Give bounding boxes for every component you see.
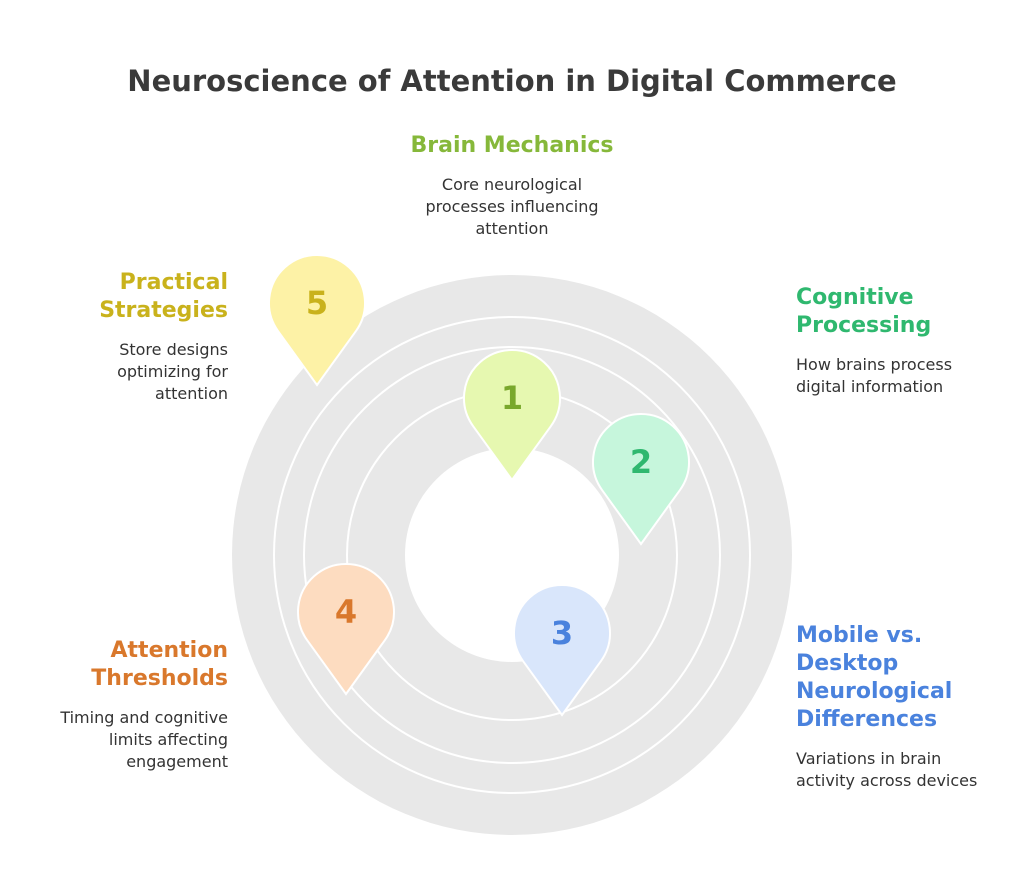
- ring-3: [303, 346, 721, 764]
- desc-line: digital information: [796, 377, 944, 396]
- heading-line: Mobile vs.: [796, 623, 923, 648]
- pin-shape: [297, 563, 395, 696]
- desc-line: activity across devices: [796, 771, 978, 790]
- marker-3: 3: [513, 584, 611, 717]
- cognitive-processing-block: Cognitive Processing How brains process …: [796, 284, 1016, 398]
- desc-line: processes influencing: [425, 197, 599, 216]
- marker-number: 1: [501, 379, 523, 417]
- desc-line: How brains process: [796, 355, 953, 374]
- marker-2: 2: [592, 413, 690, 546]
- mobile-desktop-desc: Variations in brain activity across devi…: [796, 748, 1016, 792]
- practical-strategies-block: Practical Strategies Store designs optim…: [8, 269, 228, 405]
- cognitive-processing-desc: How brains process digital information: [796, 354, 1016, 398]
- desc-line: Store designs: [119, 340, 228, 359]
- desc-line: optimizing for: [117, 362, 228, 381]
- marker-4: 4: [297, 563, 395, 696]
- desc-line: Variations in brain: [796, 749, 942, 768]
- pin-shape: [463, 349, 561, 482]
- marker-number: 2: [630, 443, 652, 481]
- marker-5: 5: [268, 254, 366, 387]
- heading-line: Processing: [796, 313, 932, 338]
- pin-shape: [592, 413, 690, 546]
- heading-line: Desktop: [796, 651, 899, 676]
- marker-number: 3: [551, 614, 573, 652]
- practical-strategies-desc: Store designs optimizing for attention: [8, 339, 228, 405]
- desc-line: attention: [155, 384, 228, 403]
- practical-strategies-heading: Practical Strategies: [8, 269, 228, 325]
- desc-line: Timing and cognitive: [60, 708, 228, 727]
- marker-number: 4: [335, 593, 357, 631]
- cognitive-processing-heading: Cognitive Processing: [796, 284, 1016, 340]
- heading-line: Neurological: [796, 679, 953, 704]
- brain-mechanics-heading: Brain Mechanics: [410, 133, 614, 158]
- marker-number: 5: [306, 284, 328, 322]
- desc-line: attention: [475, 219, 549, 238]
- heading-line: Cognitive: [796, 285, 914, 310]
- heading-line: Strategies: [99, 298, 228, 323]
- desc-line: engagement: [126, 752, 228, 771]
- attention-thresholds-block: Attention Thresholds Timing and cognitiv…: [8, 637, 228, 773]
- brain-mechanics-desc: Core neurological processes influencing …: [362, 174, 662, 240]
- attention-thresholds-desc: Timing and cognitive limits affecting en…: [8, 707, 228, 773]
- ring-4: [273, 316, 751, 794]
- heading-line: Attention: [110, 638, 228, 663]
- heading-line: Thresholds: [91, 666, 228, 691]
- attention-thresholds-heading: Attention Thresholds: [8, 637, 228, 693]
- marker-1: 1: [463, 349, 561, 482]
- desc-line: Core neurological: [441, 175, 583, 194]
- pin-shape: [513, 584, 611, 717]
- pin-shape: [268, 254, 366, 387]
- mobile-desktop-heading: Mobile vs. Desktop Neurological Differen…: [796, 622, 1016, 734]
- heading-line: Practical: [119, 270, 228, 295]
- desc-line: limits affecting: [108, 730, 228, 749]
- diagram-title: Neuroscience of Attention in Digital Com…: [127, 64, 897, 98]
- heading-line: Differences: [796, 707, 938, 732]
- brain-mechanics-block: Brain Mechanics Core neurological proces…: [362, 132, 662, 240]
- mobile-desktop-block: Mobile vs. Desktop Neurological Differen…: [796, 622, 1016, 792]
